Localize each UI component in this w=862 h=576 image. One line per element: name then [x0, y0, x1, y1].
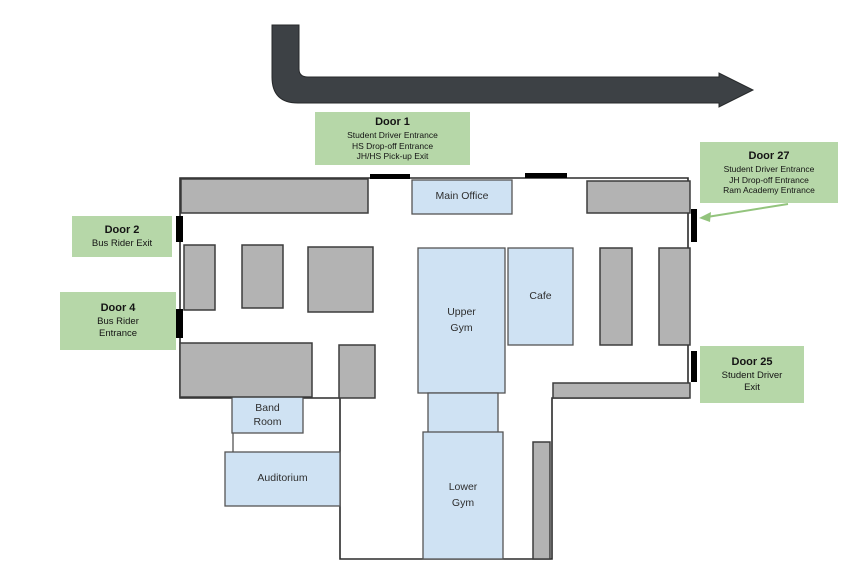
door-1-title: Door 1 — [375, 116, 410, 129]
right-tall-block-2 — [658, 247, 691, 346]
door-27-line: Ram Academy Entrance — [723, 185, 815, 196]
auditorium-label: Auditorium — [225, 452, 340, 506]
main-office-room — [411, 179, 513, 215]
door-2-marker — [176, 216, 183, 242]
lower-gym-label: Lower Gym — [423, 432, 503, 559]
right-tall-block-1 — [599, 247, 633, 346]
door-4-label: Door 4 Bus Rider Entrance — [60, 292, 176, 350]
upper-gym-text-line1: Upper — [447, 305, 476, 318]
door-27-arrow-icon — [699, 203, 789, 222]
band-room — [231, 391, 304, 434]
left-row-block-2 — [241, 244, 284, 309]
cafe-label: Cafe — [508, 248, 573, 345]
lower-gym-text-line1: Lower — [448, 480, 478, 493]
band-room-text-line2: Room — [253, 416, 282, 428]
door-4-title: Door 4 — [100, 302, 136, 315]
door-4-line: Bus Rider — [97, 316, 139, 328]
left-row-block-1 — [183, 244, 216, 311]
upper-gym-room — [417, 247, 506, 394]
auditorium-text: Auditorium — [257, 472, 308, 485]
top-left-block — [180, 178, 369, 214]
top-right-block — [586, 180, 691, 214]
bottom-right-bar — [552, 382, 691, 399]
cafe-text: Cafe — [529, 289, 552, 302]
door-2-title: Door 2 — [104, 223, 140, 236]
auditorium-room — [224, 451, 341, 507]
door-25-line: Student Driver — [721, 369, 783, 381]
door-27-title: Door 27 — [748, 150, 790, 163]
upper-gym-label: Upper Gym — [418, 248, 505, 393]
road-arrow-shape — [271, 24, 755, 108]
main-office-text: Main Office — [435, 190, 489, 203]
gym-connector — [427, 392, 499, 434]
door-25-title: Door 25 — [731, 355, 773, 368]
door-1-line: JH/HS Pick-up Exit — [356, 151, 429, 162]
door-1-line: Student Driver Entrance — [347, 129, 438, 140]
door-4-line: Entrance — [98, 328, 138, 340]
door-1-line: HS Drop-off Entrance — [351, 140, 434, 151]
cafe-room — [507, 247, 574, 346]
lower-gym-side-bar — [532, 441, 551, 560]
bottom-left-block — [179, 342, 313, 398]
door-25-marker — [691, 351, 697, 382]
door-25-label: Door 25 Student Driver Exit — [700, 346, 804, 403]
upper-gym-text-line2: Gym — [450, 321, 473, 334]
door-1-marker — [370, 174, 410, 179]
lower-gym-room — [422, 431, 504, 560]
main-office-label: Main Office — [412, 180, 512, 214]
top-wall-marker-2 — [525, 173, 567, 178]
lower-gym-text-line2: Gym — [451, 496, 475, 509]
band-room-text-line1: Band — [255, 401, 280, 414]
door-25-line: Exit — [744, 381, 760, 393]
door-27-line: Student Driver Entrance — [723, 163, 815, 174]
door-27-line: JH Drop-off Entrance — [729, 174, 809, 185]
door-2-label: Door 2 Bus Rider Exit — [72, 216, 172, 257]
small-center-block — [338, 344, 376, 399]
band-room-label: Band Room — [232, 398, 303, 432]
left-row-block-3 — [307, 246, 374, 313]
door-27-marker — [691, 209, 697, 242]
door-1-label: Door 1 Student Driver Entrance HS Drop-o… — [315, 112, 470, 165]
door-4-marker — [176, 309, 183, 338]
door-2-line: Bus Rider Exit — [91, 237, 153, 249]
door-27-label: Door 27 Student Driver Entrance JH Drop-… — [700, 142, 838, 203]
